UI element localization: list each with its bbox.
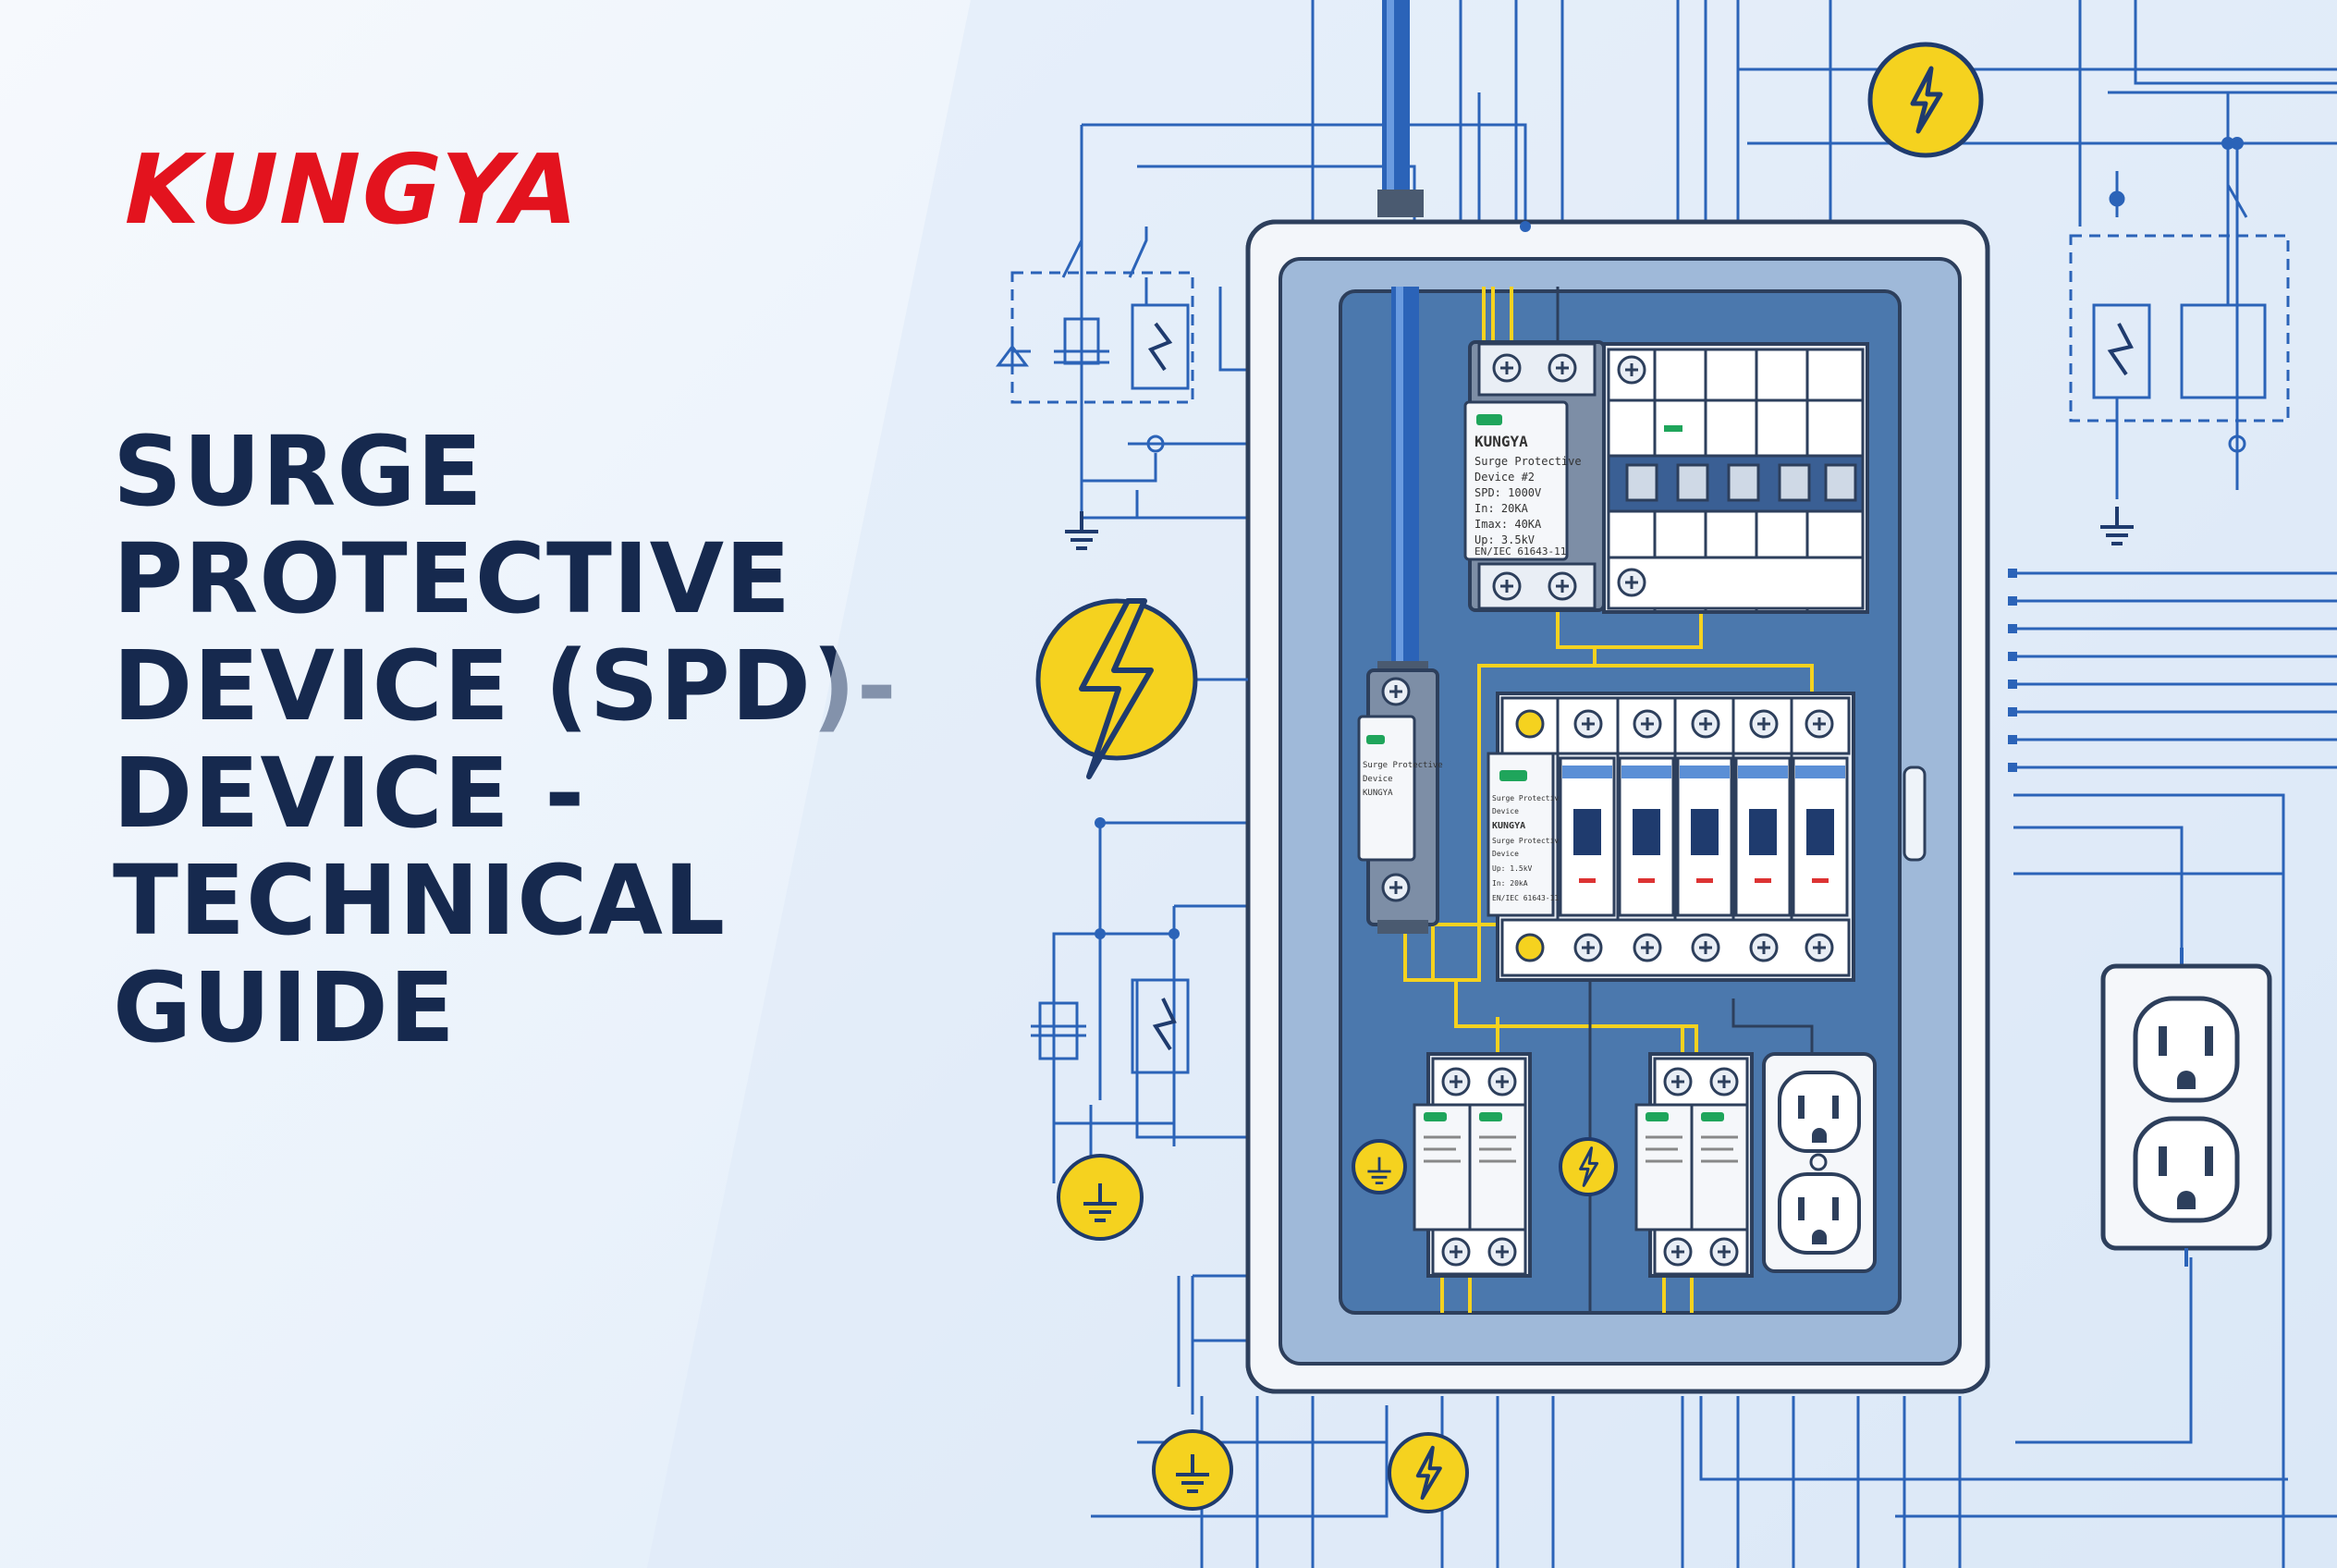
spd-side-line-3: KUNGYA bbox=[1363, 789, 1393, 798]
side-spd-module: Surge Protective Device KUNGYA bbox=[1357, 661, 1443, 934]
spd-mid-line-4: Surge Protective bbox=[1492, 837, 1563, 845]
lightning-icon-panel bbox=[1559, 1137, 1618, 1196]
page-title: SURGE PROTECTIVE DEVICE (SPD)- DEVICE - … bbox=[113, 418, 1056, 1061]
wall-outlet-icon bbox=[2100, 948, 2272, 1267]
spd-side-line-2: Device bbox=[1363, 775, 1393, 784]
title-line-4: DEVICE - bbox=[113, 737, 586, 850]
title-line-6: GUIDE bbox=[113, 951, 456, 1064]
bottom-spd-right bbox=[1634, 1052, 1754, 1278]
lightning-icon bbox=[1035, 598, 1248, 779]
spd-mid-line-6: Up: 1.5kV bbox=[1492, 864, 1533, 873]
schematic-top-left bbox=[996, 227, 1194, 513]
ground-icon bbox=[1057, 1154, 1144, 1241]
title-line-3: DEVICE (SPD)- bbox=[113, 630, 898, 742]
spd-main-line-2: Device #2 bbox=[1474, 471, 1535, 484]
spd-side-line-1: Surge Protective bbox=[1363, 761, 1443, 770]
title-line-2: PROTECTIVE bbox=[113, 522, 792, 635]
middle-breaker-row: Surge Protective Device KUNGYA Surge Pro… bbox=[1487, 692, 1855, 982]
lightning-icon-top bbox=[1867, 42, 1984, 158]
spd-main-line-1: Surge Protective bbox=[1474, 455, 1582, 468]
spd-main-line-4: In: 20KA bbox=[1474, 502, 1529, 515]
spd-main-line-3: SPD: 1000V bbox=[1474, 486, 1541, 499]
spd-mid-line-5: Device bbox=[1492, 850, 1519, 858]
spd-main-line-7: EN/IEC 61643-11 bbox=[1474, 545, 1566, 557]
schematic-top-right bbox=[2069, 171, 2290, 499]
title-line-1: SURGE bbox=[113, 415, 483, 528]
spd-main-line-5: Imax: 40KA bbox=[1474, 518, 1542, 531]
spd-mid-line-8: EN/IEC 61643-11 bbox=[1492, 894, 1559, 902]
spd-mid-line-3: KUNGYA bbox=[1492, 821, 1525, 831]
spd-mid-line-1: Surge Protective bbox=[1492, 794, 1563, 802]
spd-mid-line-7: In: 20kA bbox=[1492, 879, 1528, 888]
busbar-wires bbox=[1403, 287, 1814, 1313]
terminal-dots bbox=[1095, 137, 2244, 939]
ground-icon-panel bbox=[1352, 1139, 1407, 1194]
lightning-icon-bottom bbox=[1388, 1432, 1469, 1513]
title-line-5: TECHNICAL bbox=[113, 844, 727, 957]
spd-mid-line-2: Device bbox=[1492, 807, 1519, 815]
outlet-icon bbox=[1762, 1052, 1877, 1273]
spd-main-brand: KUNGYA bbox=[1474, 433, 1528, 450]
spd-main-line-6: Up: 3.5kV bbox=[1474, 533, 1535, 546]
bottom-spd-left bbox=[1413, 1052, 1532, 1278]
top-breaker-row bbox=[1602, 342, 1869, 614]
ground-icon-bottom bbox=[1152, 1429, 1233, 1511]
main-spd-module: KUNGYA Surge Protective Device #2 SPD: 1… bbox=[1463, 340, 1606, 612]
